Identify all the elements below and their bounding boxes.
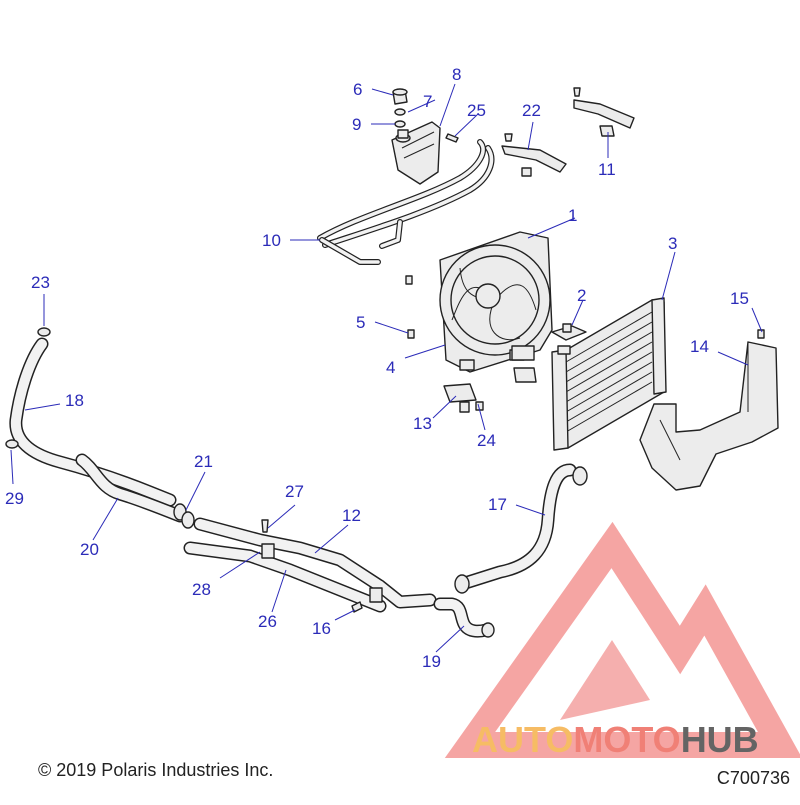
callout-18: 18 [65,391,84,410]
callout-3: 3 [668,234,677,253]
callout-12: 12 [342,506,361,525]
callout-labels: 1 2 3 4 5 6 7 8 9 10 11 12 13 14 15 16 1… [5,65,749,671]
callout-17: 17 [488,495,507,514]
watermark-moto-text: MOTO [573,719,680,760]
watermark-auto-text: AUTO [472,719,573,760]
callout-28: 28 [192,580,211,599]
part-11-bracket [573,87,635,137]
callout-2: 2 [577,286,586,305]
hose-17-clamp [572,466,588,486]
copyright-text: © 2019 Polaris Industries Inc. [38,760,273,780]
part-2-mount [551,323,587,341]
callout-13: 13 [413,414,432,433]
part-20-hose [75,453,187,523]
callout-5: 5 [356,313,365,332]
part-8-reservoir [391,121,441,185]
callout-25: 25 [467,101,486,120]
part-29-clamp [5,439,19,449]
part-4-fastener [405,275,415,339]
callout-27: 27 [285,482,304,501]
callout-6: 6 [353,80,362,99]
callout-11: 11 [598,160,616,179]
callout-20: 20 [80,540,99,559]
callout-14: 14 [690,337,709,356]
part-22-bracket [501,133,567,177]
diagram-code: C700736 [717,768,790,788]
part-3-radiator [551,297,667,451]
callout-24: 24 [477,431,496,450]
callout-7: 7 [423,92,432,111]
part-6-cap [392,88,408,105]
callout-10: 10 [262,231,281,250]
part-16-screw [351,601,363,613]
part-18-hose [9,337,177,507]
part-15-screw [757,329,765,339]
part-12-pipe [193,517,437,609]
part-26-pipe [183,541,387,613]
part-1-fan-shroud [439,231,553,373]
part-10-coolant-lines [317,139,495,265]
callout-29: 29 [5,489,24,508]
hose-19-clamp [481,622,495,638]
callout-9: 9 [352,115,361,134]
callout-21: 21 [194,452,213,471]
callout-26: 26 [258,612,277,631]
bracket-small-2 [513,367,537,383]
part-19-hose [433,597,493,638]
part-13-bracket [443,383,484,413]
callout-22: 22 [522,101,541,120]
callout-1: 1 [568,206,577,225]
part-7-washer [394,108,406,116]
part-17-hose [455,463,577,591]
watermark-hub-text: HUB [681,719,759,760]
part-14-shield [639,329,779,491]
watermark-logo: AUTOMOTOHUB [444,521,800,760]
callout-16: 16 [312,619,331,638]
bracket-small [511,345,535,361]
part-28-clip [261,543,275,559]
part-9-oring [394,120,406,128]
leader-lines [10,83,763,653]
part-21-clamp [173,503,195,529]
svg-text:AUTOMOTOHUB: AUTOMOTOHUB [472,719,759,760]
callout-15: 15 [730,289,749,308]
callout-23: 23 [31,273,50,292]
hose-17-clamp-2 [454,574,470,594]
callout-19: 19 [422,652,441,671]
callout-4: 4 [386,358,395,377]
part-23-clamp [37,327,51,337]
part-27-screw [261,519,269,533]
pipe-clip [369,587,383,603]
callout-8: 8 [452,65,461,84]
part-25-screw [445,133,459,143]
